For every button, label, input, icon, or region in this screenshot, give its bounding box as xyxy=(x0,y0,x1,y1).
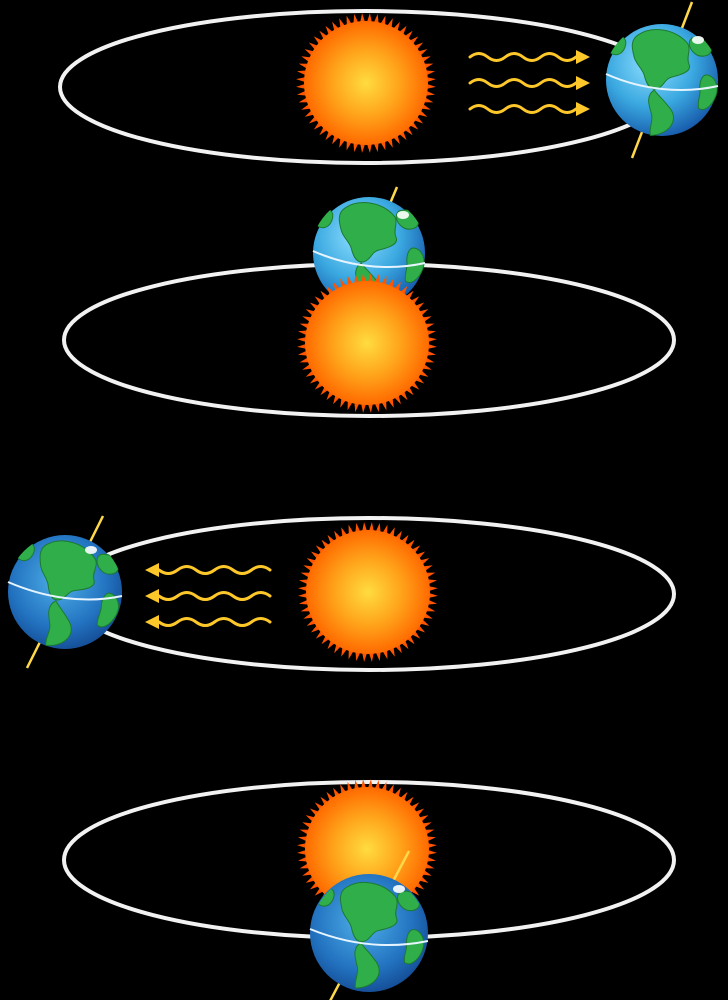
sun xyxy=(298,522,438,662)
panel-earth-right xyxy=(58,1,728,165)
sunlight-arrows xyxy=(145,563,272,629)
arrow-head xyxy=(145,615,159,629)
sunlight-arrow xyxy=(468,102,590,116)
arrow-head xyxy=(576,102,590,116)
sunlight-arrow xyxy=(468,50,590,64)
sunlight-arrow xyxy=(145,589,272,603)
sun xyxy=(296,13,436,153)
earth-globe xyxy=(293,850,442,1000)
arrow-wave xyxy=(157,565,272,575)
arrow-head xyxy=(145,563,159,577)
sunlight-arrows xyxy=(468,50,590,116)
arrow-wave xyxy=(468,104,578,114)
arrow-wave xyxy=(157,617,272,627)
panel-earth-left xyxy=(0,515,676,672)
arrow-head xyxy=(576,50,590,64)
earth-globe xyxy=(587,1,728,159)
sunlight-arrow xyxy=(145,615,272,629)
arrow-head xyxy=(145,589,159,603)
sunlight-arrow xyxy=(468,76,590,90)
arrow-wave xyxy=(157,591,272,601)
panel-earth-behind-sun xyxy=(62,182,676,418)
arrow-head xyxy=(576,76,590,90)
arrow-wave xyxy=(468,78,578,88)
sunlight-arrow xyxy=(145,563,272,577)
sun xyxy=(297,273,437,413)
arrow-wave xyxy=(468,52,578,62)
panel-earth-front xyxy=(62,779,676,1000)
sun xyxy=(297,779,437,919)
earth-globe xyxy=(0,515,141,669)
